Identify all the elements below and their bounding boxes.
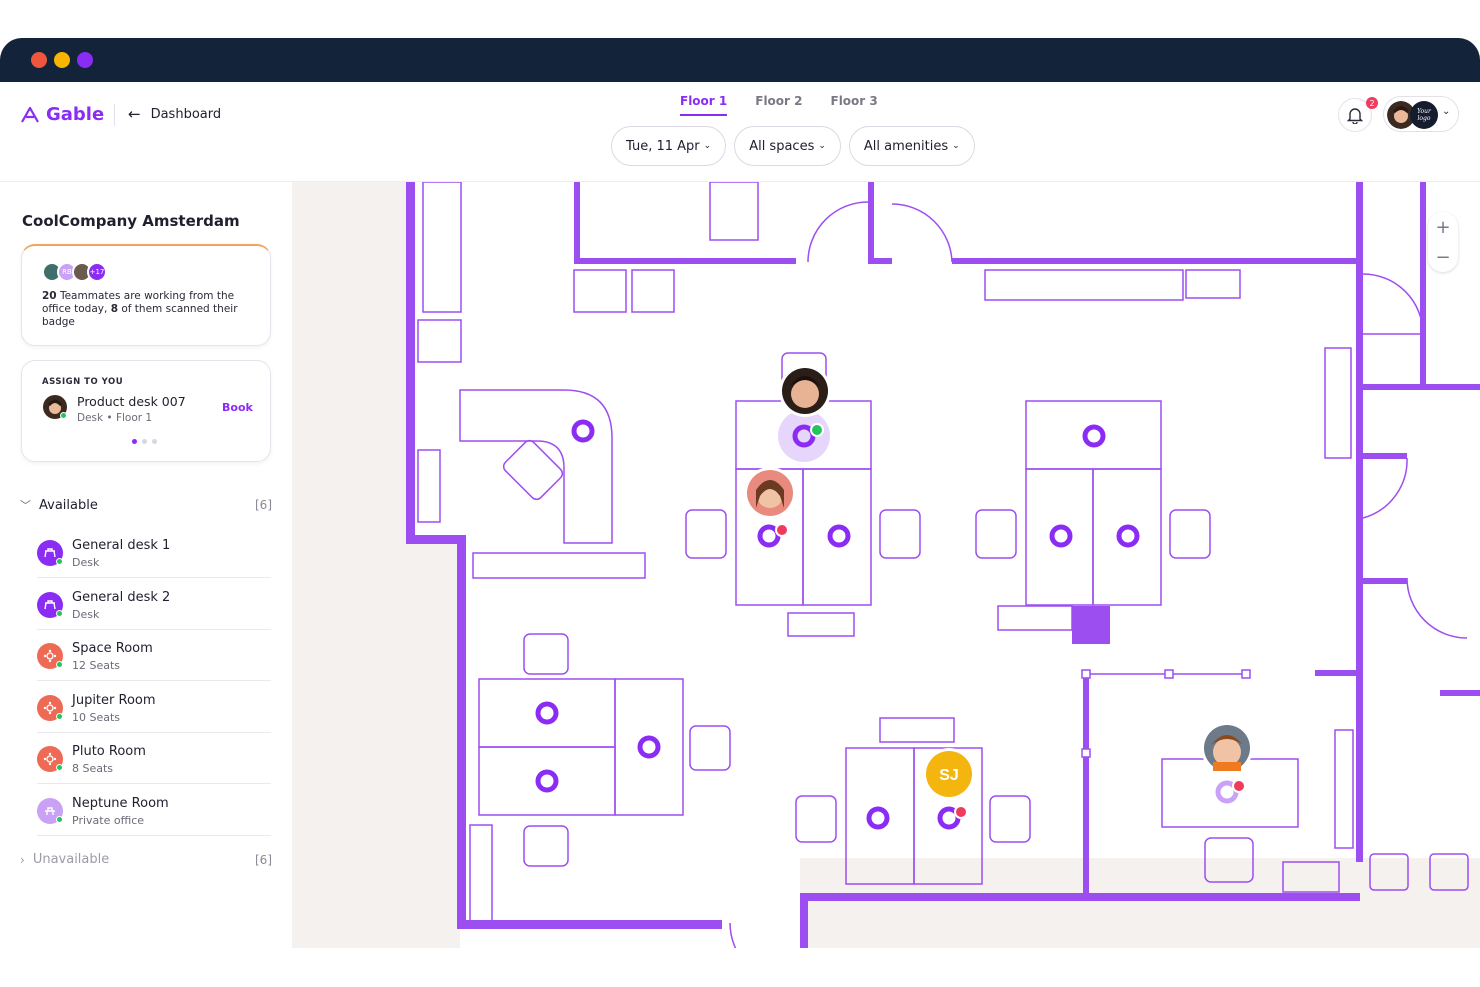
space-subtitle: 12 Seats	[72, 659, 121, 672]
space-subtitle: Private office	[72, 813, 145, 827]
close-window-dot[interactable]	[31, 52, 47, 68]
zoom-in-button[interactable]: +	[1435, 216, 1451, 238]
bell-icon	[1347, 107, 1363, 124]
header-divider	[114, 104, 115, 126]
notification-count-badge: 2	[1366, 97, 1378, 109]
occupant-avatar	[779, 365, 831, 417]
status-dot	[56, 815, 63, 823]
summary-text-1: Teammates are working from the office to…	[42, 290, 235, 315]
space-name: Neptune Room	[72, 795, 169, 811]
teammates-card: RB +17 20 Teammates are working from the…	[21, 244, 271, 346]
status-dot	[56, 712, 63, 720]
floor-tabs: Floor 1 Floor 2 Floor 3	[680, 94, 878, 116]
space-list-item[interactable]: Space Room 12 Seats	[37, 629, 271, 681]
zoom-controls: + −	[1428, 212, 1458, 272]
company-logo-badge: Your logo	[1410, 101, 1438, 129]
space-list-item[interactable]: Jupiter Room 10 Seats	[37, 681, 271, 733]
chevron-down-icon: ⌄	[1442, 106, 1451, 117]
floor-plan[interactable]: SJ	[292, 182, 1480, 948]
assign-desk-title: Product desk 007	[77, 394, 186, 409]
window-titlebar	[0, 38, 1480, 82]
back-to-dashboard-link[interactable]: ← Dashboard	[128, 105, 221, 123]
assign-desk-subtitle: Desk • Floor 1	[77, 412, 153, 424]
back-label: Dashboard	[150, 106, 222, 122]
arrow-left-icon: ←	[128, 105, 141, 123]
chevron-down-icon: ⌄	[952, 141, 960, 151]
available-section-header[interactable]: ﹀ Available [6]	[20, 497, 272, 513]
tab-floor-3[interactable]: Floor 3	[830, 94, 878, 108]
status-dot	[56, 661, 63, 668]
status-dot	[56, 558, 63, 565]
profile-menu-button[interactable]: Your logo ⌄	[1383, 96, 1459, 132]
occupant-initials-avatar: SJ	[923, 748, 975, 800]
book-button[interactable]: Book	[222, 401, 253, 414]
chevron-right-icon: ›	[20, 852, 25, 867]
space-list-item[interactable]: Pluto Room 8 Seats	[37, 732, 271, 784]
zoom-out-button[interactable]: −	[1435, 246, 1451, 268]
chevron-down-icon: ⌄	[703, 141, 712, 151]
status-dot	[60, 412, 67, 419]
card-pager	[132, 439, 157, 444]
scanned-count: 8	[110, 303, 118, 315]
pager-dot[interactable]	[152, 439, 157, 444]
brand-logo[interactable]: Gable	[20, 104, 104, 125]
teammate-avatars: RB +17	[42, 262, 107, 282]
floor-plan-map[interactable]: SJ	[292, 182, 1480, 948]
unavailable-count: [6]	[255, 852, 272, 867]
pager-dot[interactable]	[132, 439, 137, 444]
date-filter[interactable]: Tue, 11 Apr⌄	[611, 126, 727, 166]
space-name: Jupiter Room	[72, 692, 156, 708]
brand-name: Gable	[46, 104, 105, 125]
space-list-item[interactable]: General desk 1 Desk	[37, 526, 271, 578]
tab-floor-1[interactable]: Floor 1	[680, 94, 728, 116]
occupant-avatar	[1201, 722, 1253, 774]
spaces-filter[interactable]: All spaces⌄	[734, 126, 841, 166]
teammates-summary: 20 Teammates are working from the office…	[42, 290, 252, 329]
left-sidebar: CoolCompany Amsterdam RB +17 20 Teammate…	[0, 182, 292, 948]
company-name: CoolCompany Amsterdam	[22, 212, 240, 230]
minimize-window-dot[interactable]	[54, 52, 70, 68]
space-subtitle: 8 Seats	[72, 762, 114, 775]
occupant-avatar	[744, 467, 796, 519]
space-name: General desk 1	[72, 538, 171, 553]
filter-bar: Tue, 11 Apr⌄ All spaces⌄ All amenities⌄	[611, 126, 975, 166]
space-subtitle: 10 Seats	[72, 710, 121, 724]
space-list-item[interactable]: General desk 2 Desk	[37, 578, 271, 630]
maximize-window-dot[interactable]	[77, 52, 93, 68]
occupant-initials: SJ	[939, 767, 959, 784]
space-name: Space Room	[72, 641, 153, 656]
amenities-filter-label: All amenities	[863, 138, 949, 154]
date-filter-label: Tue, 11 Apr	[626, 138, 700, 154]
amenities-filter[interactable]: All amenities⌄	[848, 126, 975, 166]
assign-card: ASSIGN TO YOU Product desk 007 Desk • Fl…	[21, 360, 271, 462]
teammates-count: 20	[42, 290, 57, 302]
unavailable-label: Unavailable	[32, 852, 110, 867]
chevron-down-icon: ⌄	[818, 141, 826, 151]
app-window: Gable ← Dashboard Floor 1 Floor 2 Floor …	[0, 38, 1480, 948]
space-subtitle: Desk	[72, 556, 100, 569]
space-name: General desk 2	[72, 589, 171, 605]
pager-dot[interactable]	[142, 439, 147, 444]
available-count: [6]	[255, 498, 272, 512]
assign-label: ASSIGN TO YOU	[42, 377, 124, 387]
user-avatar	[1387, 101, 1415, 129]
available-label: Available	[39, 497, 98, 513]
space-subtitle: Desk	[72, 607, 100, 621]
space-name: Pluto Room	[72, 744, 146, 759]
top-header: Gable ← Dashboard Floor 1 Floor 2 Floor …	[0, 82, 1480, 182]
status-dot	[56, 764, 63, 771]
unavailable-section-header[interactable]: › Unavailable [6]	[20, 852, 272, 867]
spaces-filter-label: All spaces	[749, 138, 815, 154]
tab-floor-2[interactable]: Floor 2	[755, 94, 803, 108]
notifications-button[interactable]	[1338, 98, 1372, 132]
summary-text-2: of them scanned their badge	[42, 303, 238, 328]
gable-logo-icon	[21, 106, 39, 123]
more-teammates-badge: +17	[87, 262, 107, 282]
status-dot	[56, 609, 63, 617]
chevron-down-icon: ﹀	[20, 499, 31, 512]
